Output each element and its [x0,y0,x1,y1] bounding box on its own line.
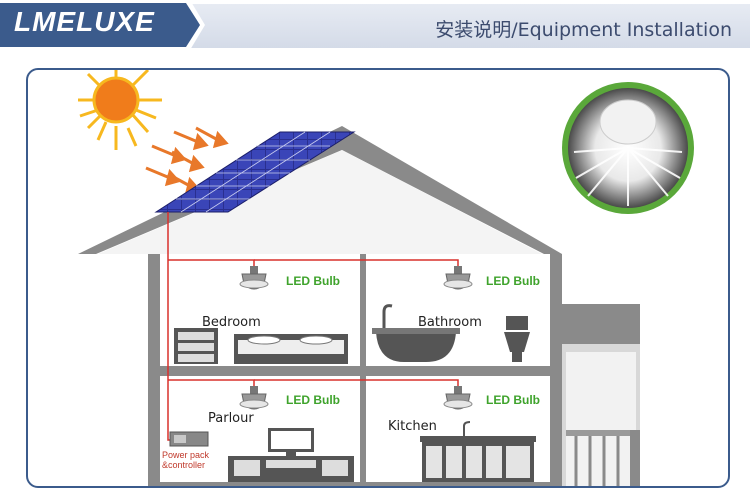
power-wiring [167,212,459,441]
page-subtitle: 安装说明/Equipment Installation [435,19,732,41]
sunlight-arrows [145,126,229,195]
bulb-label: LED Bulb [286,393,340,407]
logo-banner [0,0,205,50]
bulb-label: LED Bulb [486,274,540,288]
ceiling-bulb-icon [443,386,473,410]
garage-annex [562,304,640,486]
room-label-parlour: Parlour [208,411,254,426]
house-diagram: LED Bulb LED Bulb LED Bulb LED Bulb Bedr… [78,70,694,486]
power-pack-controller [169,431,209,447]
bedroom-furniture [174,328,348,364]
installation-diagram-panel: LED Bulb LED Bulb LED Bulb LED Bulb Bedr… [26,68,730,488]
solar-panel-grid [176,131,331,213]
parlour-furniture [228,428,354,482]
sun-icon [78,70,162,150]
ceiling-bulb-icon [443,266,473,290]
room-label-bathroom: Bathroom [418,315,482,330]
controller-label: &controller [162,460,205,470]
room-label-kitchen: Kitchen [388,419,437,434]
header: LMELUXE 安装说明/Equipment Installation [0,0,750,50]
bathroom-fixtures [372,304,530,362]
brand-logo: LMELUXE [14,6,155,37]
solar-panel [154,131,356,213]
controller-label: Power pack [162,450,210,460]
ceiling-bulb-icon [239,266,269,290]
attic [98,150,542,254]
bulb-label: LED Bulb [286,274,340,288]
bulb-label: LED Bulb [486,393,540,407]
led-bulb-photo [562,82,694,214]
kitchen-cabinets [420,421,536,482]
ceiling-bulb-icon [239,386,269,410]
room-label-bedroom: Bedroom [202,315,261,330]
